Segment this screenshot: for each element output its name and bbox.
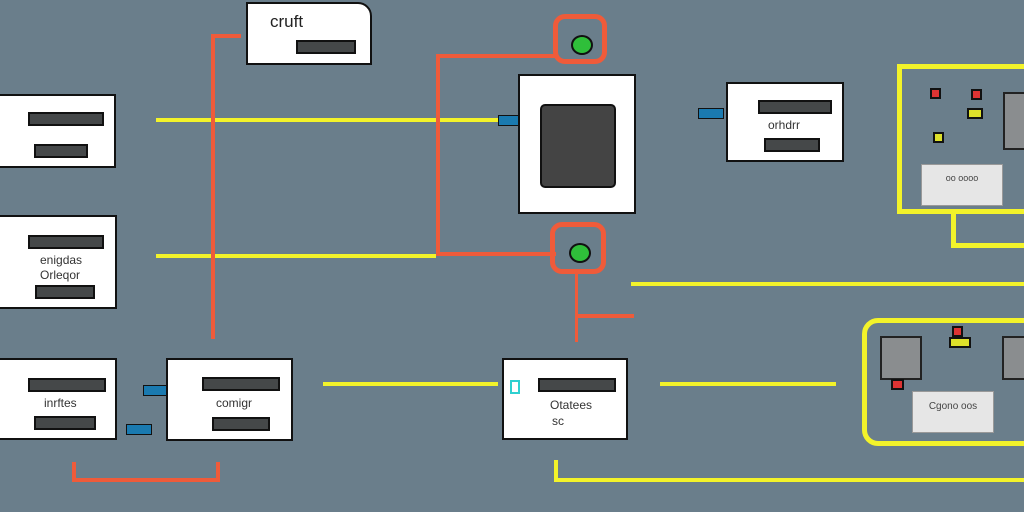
- yellow-wire: [631, 282, 1024, 286]
- yellow-wire: [554, 478, 1024, 482]
- node-field: [758, 100, 832, 114]
- red-terminal: [891, 379, 904, 390]
- node-label: inrftes: [44, 396, 77, 410]
- node-field: [28, 112, 104, 126]
- node-center-device[interactable]: [518, 74, 636, 214]
- panel-label: Cgono oos: [928, 401, 978, 412]
- cyan-marker: [510, 380, 520, 394]
- panel-top: oo oooo: [921, 164, 1003, 206]
- red-wire: [211, 34, 215, 339]
- node-center-bottom[interactable]: Otatees sc: [502, 358, 628, 440]
- connector-plug: [698, 108, 724, 119]
- node-field: [34, 144, 88, 158]
- panel-bottom: Cgono oos: [912, 391, 994, 433]
- yellow-enclosure-bottom: [862, 318, 1024, 446]
- yellow-enclosure-top: [897, 64, 1024, 214]
- node-right-top[interactable]: orhdrr: [726, 82, 844, 162]
- node-label: cruft: [270, 12, 304, 31]
- panel-label: oo oooo: [945, 173, 979, 183]
- gray-device: [1002, 336, 1024, 380]
- node-label: sc: [552, 414, 564, 428]
- green-node-icon: [569, 243, 591, 263]
- red-wire: [575, 272, 578, 342]
- node-label: comigr: [216, 396, 253, 410]
- red-wire: [72, 462, 76, 482]
- node-label: orhdrr: [768, 118, 801, 132]
- yellow-wire: [554, 460, 558, 482]
- red-loop-top: [553, 14, 607, 64]
- red-wire: [578, 314, 634, 318]
- node-label: Orleqor: [40, 268, 81, 282]
- node-mid-bottom-left[interactable]: comigr: [166, 358, 293, 441]
- device-screen: [540, 104, 616, 188]
- node-field: [296, 40, 356, 54]
- node-label: Otatees: [550, 398, 593, 412]
- red-terminal: [952, 326, 963, 337]
- node-field: [34, 416, 96, 430]
- connector-plug: [126, 424, 152, 435]
- yellow-wire: [156, 254, 436, 258]
- node-left-top[interactable]: [0, 94, 116, 168]
- yellow-wire: [156, 118, 501, 122]
- node-field: [212, 417, 270, 431]
- node-left-bottom[interactable]: inrftes: [0, 358, 117, 440]
- node-label: enigdas: [40, 253, 83, 267]
- yellow-terminal: [949, 337, 971, 348]
- node-field: [538, 378, 616, 392]
- yellow-terminal: [933, 132, 944, 143]
- node-top-folder[interactable]: cruft: [246, 2, 372, 65]
- green-node-icon: [571, 35, 593, 55]
- red-terminal: [930, 88, 941, 99]
- node-field: [764, 138, 820, 152]
- red-loop-bottom: [550, 222, 606, 274]
- yellow-terminal: [967, 108, 983, 119]
- node-field: [202, 377, 280, 391]
- red-wire: [436, 54, 556, 256]
- node-left-mid[interactable]: enigdas Orleqor: [0, 215, 117, 309]
- red-wire: [211, 34, 241, 38]
- node-field: [28, 235, 104, 249]
- red-terminal: [971, 89, 982, 100]
- node-field: [35, 285, 95, 299]
- yellow-wire: [660, 382, 836, 386]
- gray-device: [880, 336, 922, 380]
- red-wire: [72, 478, 220, 482]
- yellow-wire: [951, 212, 1024, 248]
- red-wire: [216, 462, 220, 482]
- yellow-wire: [323, 382, 498, 386]
- node-field: [28, 378, 106, 392]
- gray-device: [1003, 92, 1024, 150]
